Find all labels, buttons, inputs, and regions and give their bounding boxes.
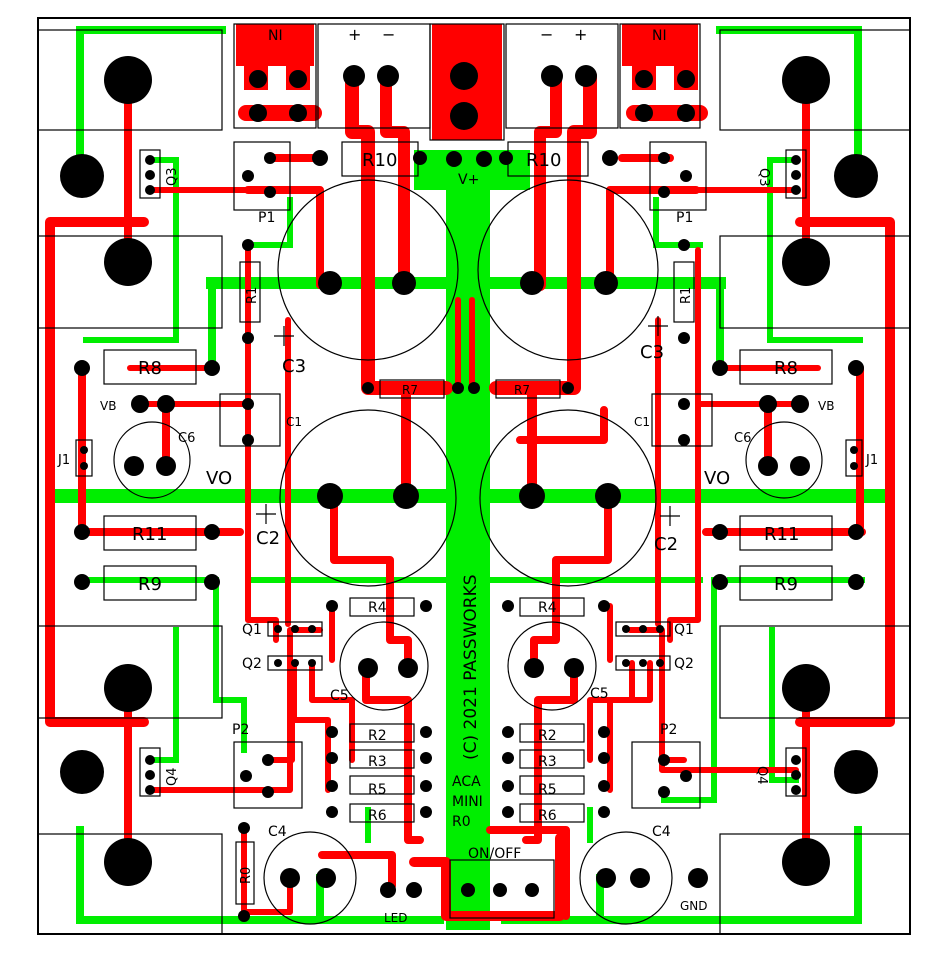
label-q3-left: Q3 — [165, 167, 180, 186]
label-vo-left: VO — [206, 468, 232, 489]
label-r4-left: R4 — [368, 600, 387, 616]
label-r11-left: R11 — [132, 524, 167, 545]
label-vo-right: VO — [704, 468, 730, 489]
label-p1-left: P1 — [258, 210, 275, 226]
label-c2-right: C2 — [654, 534, 678, 555]
label-r0: R0 — [239, 867, 254, 884]
board-outline — [37, 17, 911, 935]
label-q4-left: Q4 — [165, 767, 180, 786]
label-r3-left: R3 — [368, 754, 387, 770]
label-r2-left: R2 — [368, 728, 387, 744]
switch-label: ON/OFF — [468, 846, 521, 862]
label-r5-left: R5 — [368, 782, 387, 798]
label-vb-left: VB — [100, 399, 116, 413]
label-c3-right: C3 — [640, 342, 664, 363]
label-c6-left: C6 — [178, 431, 195, 446]
label-c4-right: C4 — [652, 824, 671, 840]
gnd-label: GND — [680, 899, 708, 913]
label-c2-left: C2 — [256, 528, 280, 549]
label-p2-right: P2 — [660, 722, 677, 738]
label-r2-right: R2 — [538, 728, 557, 744]
silkscreen — [37, 23, 911, 935]
power-label: V+ — [458, 172, 479, 188]
label-q3-right: Q3 — [756, 168, 771, 187]
label-r8-right: R8 — [774, 358, 798, 379]
project-line-3: R0 — [452, 814, 471, 830]
label-r3-right: R3 — [538, 754, 557, 770]
label-q1-right: Q1 — [674, 622, 694, 638]
label-r5-right: R5 — [538, 782, 557, 798]
label-r1-right: R1 — [679, 287, 694, 304]
label-r10-left: R10 — [362, 150, 397, 171]
label-r9-right: R9 — [774, 574, 798, 595]
label-q2-right: Q2 — [674, 656, 694, 672]
label-r9-left: R9 — [138, 574, 162, 595]
label-p1-right: P1 — [676, 210, 693, 226]
label-p2-left: P2 — [232, 722, 249, 738]
label-r6-right: R6 — [538, 808, 557, 824]
label-c5-left: C5 — [330, 688, 349, 704]
connector-minus-right: − — [540, 25, 553, 44]
label-r4-right: R4 — [538, 600, 557, 616]
label-c4-left: C4 — [268, 824, 287, 840]
label-c1-left: C1 — [286, 415, 302, 429]
label-c1-right: C1 — [634, 415, 650, 429]
connector-ni-left: NI — [268, 28, 283, 44]
label-c5-right: C5 — [590, 686, 609, 702]
credit-text: (C) 2021 PASSWORKS — [461, 574, 481, 760]
project-line-2: MINI — [452, 794, 483, 810]
label-r11-right: R11 — [764, 524, 799, 545]
project-line-1: ACA — [452, 774, 481, 790]
connector-minus-left: − — [382, 25, 395, 44]
label-vb-right: VB — [818, 399, 834, 413]
connector-ni-right: NI — [652, 28, 667, 44]
red-traces — [45, 24, 895, 921]
label-r7-right: R7 — [514, 383, 530, 397]
led-label: LED — [384, 911, 408, 925]
label-q4-right: Q4 — [754, 766, 769, 785]
label-r6-left: R6 — [368, 808, 387, 824]
label-r7-left: R7 — [402, 383, 418, 397]
label-r8-left: R8 — [138, 358, 162, 379]
label-c3-left: C3 — [282, 356, 306, 377]
label-q1-left: Q1 — [242, 622, 262, 638]
connector-plus-right: + — [574, 25, 587, 44]
label-r10-right: R10 — [526, 150, 561, 171]
pads — [60, 56, 878, 922]
connector-plus-left: + — [348, 25, 361, 44]
label-j1-left: J1 — [57, 453, 70, 468]
label-q2-left: Q2 — [242, 656, 262, 672]
label-r1-left: R1 — [245, 287, 260, 304]
label-j1-right: J1 — [865, 453, 878, 468]
label-c6-right: C6 — [734, 431, 751, 446]
